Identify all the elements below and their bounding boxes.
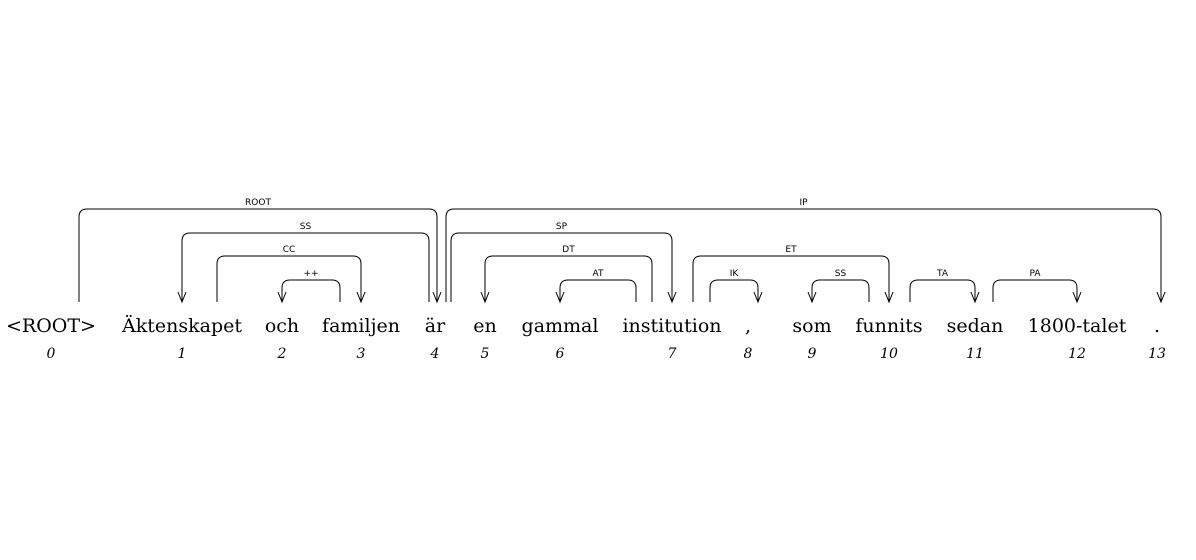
dependency-label: CC [283,245,296,255]
dependency-arc [484,255,653,302]
dependency-label: IP [799,198,808,208]
dependency-arc [909,279,976,302]
token-word: och [265,315,299,337]
dependency-label: TA [936,269,949,279]
token-index: 6 [556,346,565,362]
dependency-label: SS [835,269,847,279]
dependency-arc [709,279,759,302]
dependency-arc [450,232,673,302]
token-index: 4 [430,346,440,362]
arrow-head-icon [555,291,565,304]
dependency-arc [992,279,1078,302]
dependency-arc [445,208,1162,302]
dependency-arc [692,255,890,302]
token-word: en [473,315,496,337]
token-word: sedan [947,315,1004,337]
dependency-arc [181,232,430,302]
dependency-label: SS [300,222,312,232]
arrow-head-icon [1072,291,1082,304]
dependency-label: IK [730,269,740,279]
arrow-head-icon [432,291,442,304]
dependency-arc [811,279,870,302]
token-index: 10 [880,346,898,362]
dependency-arc [216,255,362,302]
dependency-arc [78,208,438,302]
token-word: Äktenskapet [121,314,242,337]
token-index: 12 [1068,346,1086,362]
arrow-head-icon [667,291,677,304]
arrow-head-icon [807,291,817,304]
dependency-label: DT [562,245,575,255]
arrow-head-icon [177,291,187,304]
dependency-label: SP [556,222,568,232]
arrow-head-icon [277,291,287,304]
token-word: <ROOT> [6,315,96,337]
arrow-head-icon [970,291,980,304]
arrow-head-icon [1156,291,1166,304]
token-word: , [745,315,751,337]
arrow-head-icon [356,291,366,304]
arrow-head-icon [753,291,763,304]
arrow-head-icon [884,291,894,304]
token-word: som [792,315,831,337]
dependency-label: PA [1029,269,1041,279]
token-index: 13 [1148,346,1166,362]
tokens-layer: <ROOT> 0 Äktenskapet 1 och 2 familjen 3 är 4 en 5 ga… [6,314,1166,362]
dependency-arc [559,279,637,302]
dependency-label: ROOT [245,198,271,208]
token-index: 1 [178,346,187,362]
token-index: 8 [744,346,753,362]
dependency-label: ET [785,245,797,255]
token-word: 1800-talet [1028,315,1127,337]
token-word: är [425,315,446,337]
token-word: . [1154,315,1160,337]
arcs-layer: ROOT SS CC ++ IP SP DT AT ET IK SS TA PA [78,198,1166,304]
token-index: 11 [966,346,984,362]
arrow-head-icon [480,291,490,304]
dependency-arc [281,279,341,302]
token-index: 2 [277,346,287,362]
token-index: 7 [668,346,677,362]
token-word: familjen [322,315,400,337]
token-index: 0 [47,346,56,362]
token-word: funnits [855,315,922,337]
token-index: 9 [808,346,817,362]
dependency-label: AT [593,269,604,279]
token-word: institution [622,315,721,337]
token-index: 5 [481,346,490,362]
dependency-label: ++ [303,269,318,279]
token-index: 3 [357,346,366,362]
token-word: gammal [522,315,599,337]
